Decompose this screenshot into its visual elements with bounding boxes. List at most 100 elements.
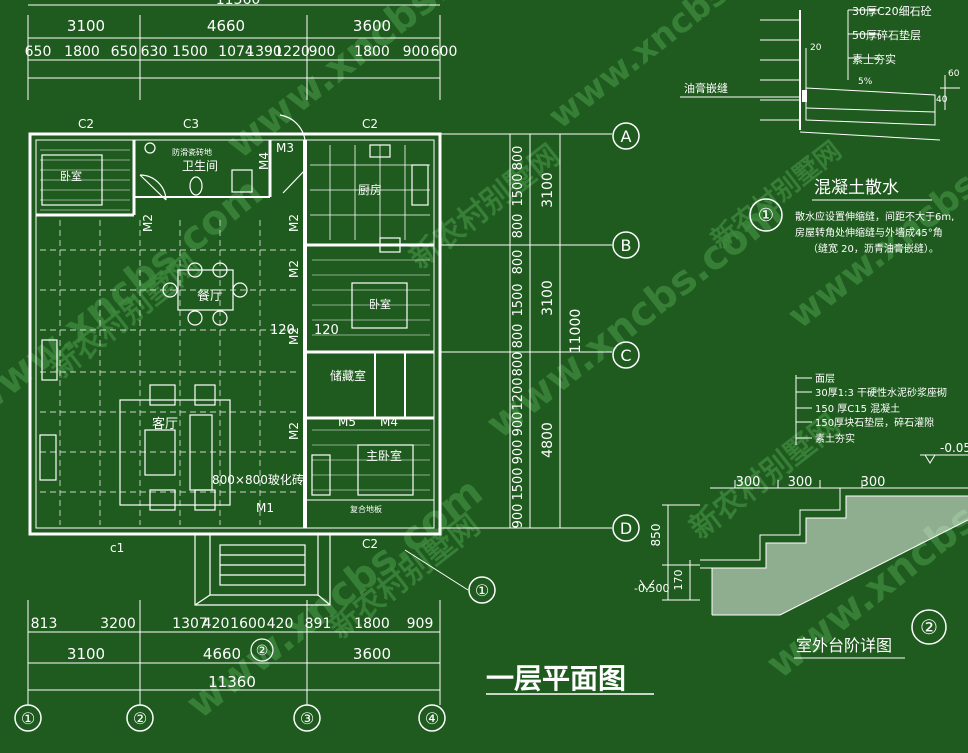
bed-mid [351,282,408,329]
detail2-fill [712,496,968,615]
bed-master [357,444,414,496]
axis-a: A [621,127,632,146]
bed-left [41,154,103,206]
dim-right-total: 11000 [568,309,584,354]
d1-joint: 油膏嵌缝 [684,81,728,95]
window-c2-3: C2 [362,537,378,551]
callout-2-num: ② [256,643,269,659]
d2-label-3: 150 厚C15 混凝土 [815,402,900,415]
room-tile-note: 800×800玻化砖 [212,472,304,487]
dim-right2-1: 3100 [540,172,556,208]
dim-top2-4: 630 [141,44,168,60]
dim-top-3: 3600 [353,17,391,35]
furniture [39,114,429,511]
coffee-table [144,429,176,476]
top-dims-total: 11360 [216,0,261,8]
door-m2-1: M2 [141,214,155,232]
room-wc-note: 防滑瓷砖地 [172,147,212,157]
dim-bot-7: 891 [305,616,332,632]
door-m2-4: M2 [287,327,301,345]
dim-top2-10: 1800 [354,44,390,60]
opening-labels: C2 C3 C2 C2 c1 M3 M4 M2 M2 M2 M2 M2 M5 M… [78,117,398,555]
right-dims-row1: 800 1500 800 800 1500 800 800 1200 900 9… [511,146,526,529]
bottom-dims-row2: 3100 4660 3600 11360 [67,645,391,691]
bottom-dimension-lines [27,600,441,705]
dim-right-10: 900 [511,440,526,465]
d2-h850: 850 [649,524,663,547]
dim-right-4: 800 [511,250,526,275]
door-m2-3: M2 [287,260,301,278]
dim-top2-6: 1074 [218,44,254,60]
dim-top2-9: 900 [309,44,336,60]
d2-h170: 170 [672,570,685,591]
axis-1: ① [21,709,35,728]
dim-right-1: 800 [511,146,526,171]
d1-dim-60: 60 [948,69,960,79]
plan-walls [28,132,442,536]
axis-2: ② [133,709,147,728]
axis-d: D [620,519,632,538]
dim-right-7: 800 [511,352,526,377]
dim-right-2: 1500 [511,173,526,206]
dim-bot2-3: 3600 [353,645,391,663]
dim-right-8: 1200 [511,377,526,410]
room-storage: 储藏室 [330,368,366,383]
dim-top2-12: 600 [431,44,458,60]
sofa [189,414,213,491]
top-dimension-lines [27,4,441,100]
d1-slope: 5% [858,77,873,87]
detail1-labels: 30厚C20细石砼 50厚碎石垫层 素土夯实 20 60 40 5% 油膏嵌缝 [684,5,960,105]
kitchen-tiles [310,145,430,240]
dim-bot-1: 813 [31,616,58,632]
d2-level-bottom: -0.500 [634,582,669,595]
door-m4: M4 [380,415,398,429]
d1-note-3: （缝宽 20，沥青油膏嵌缝）。 [808,242,939,255]
dim-bot-8: 1800 [354,616,390,632]
room-bedroom-left: 卧室 [60,169,82,183]
d2-label-2: 30厚1:3 干硬性水泥砂浆座砌 [815,386,947,399]
detail2-labels: 面层 30厚1:3 干硬性水泥砂浆座砌 150 厚C15 混凝土 150厚块石垫… [634,373,968,595]
room-floor-note: 复合地板 [350,504,382,514]
d2-label-1: 面层 [815,373,835,385]
dim-top-1: 3100 [67,17,105,35]
callout-1: ① [404,549,496,604]
tile-grid [40,220,300,525]
dim-right-11: 1500 [511,467,526,500]
door-m4-top: M4 [257,152,271,170]
axis-bubbles-v [14,704,446,732]
room-wc: 卫生间 [182,159,218,173]
wardrobe [311,454,331,496]
wall-120-a: 120 [270,323,295,338]
dim-right-3: 800 [511,214,526,239]
d1-num: ① [758,205,774,226]
room-dining: 餐厅 [197,288,223,304]
dim-top2-11: 900 [403,44,430,60]
d1-label-2: 50厚碎石垫层 [852,28,921,42]
axis-bubbles-h [612,122,640,542]
axis-3: ③ [300,709,314,728]
dim-bot-3: 1307 [172,616,208,632]
plan-title: 一层平面图 [486,662,626,695]
dim-top2-5: 1500 [172,44,208,60]
door-m5: M5 [338,415,356,429]
d1-title: 混凝土散水 [814,178,899,198]
axis-4: ④ [425,709,439,728]
d2-step-1: 300 [736,475,761,490]
d2-step-3: 300 [861,475,886,490]
d2-step-2: 300 [788,475,813,490]
d1-num-circle [749,198,783,232]
room-bedroom-mid: 卧室 [369,297,391,311]
window-c2-2: C2 [362,117,378,131]
wall-120-b: 120 [314,323,339,338]
callout-1-num: ① [475,581,489,600]
dim-top2-2: 1800 [64,44,100,60]
watermark-url-4: www.xncbs.com [541,0,808,137]
dim-right-6: 800 [511,324,526,349]
dim-top2-1: 650 [25,44,52,60]
right-dims-row2: 3100 3100 4800 11000 [540,172,584,458]
dim-top2-7: 1390 [246,44,282,60]
window-c1: c1 [110,541,124,555]
watermark-layer: www.xncbs.com www.xncbs.com www.xncbs.co… [0,0,968,728]
